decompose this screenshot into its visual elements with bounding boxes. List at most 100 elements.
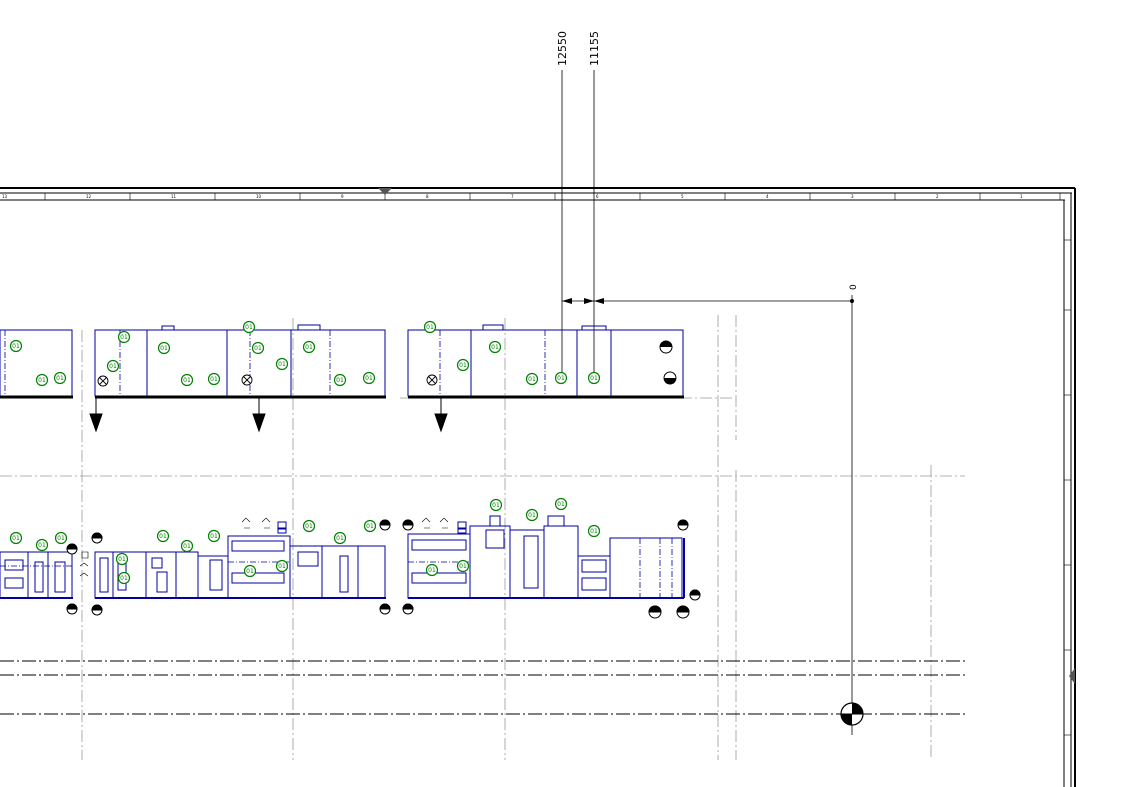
equipment-unit xyxy=(357,545,386,599)
small-annotations xyxy=(79,517,449,577)
terminal-icon xyxy=(676,605,690,619)
tag-bubble-icon: 01 xyxy=(275,559,289,573)
tag-bubble-icon: 01 xyxy=(525,508,539,522)
tag-bubble-icon: 01 xyxy=(423,320,437,334)
tag-bubble-icon: 01 xyxy=(35,373,49,387)
terminal-icon xyxy=(66,543,78,555)
terminal-icon xyxy=(677,519,689,531)
lower-base-lines xyxy=(0,538,685,599)
top-ruler xyxy=(44,193,1061,200)
tag-bubble-icon: 01 xyxy=(362,371,376,385)
ruler-label: 9 xyxy=(341,194,344,199)
dimension-arrows xyxy=(562,298,854,304)
flow-arrow-icon xyxy=(252,413,266,433)
terminal-icon xyxy=(379,603,391,615)
tag-bubble-label: 01 xyxy=(120,334,128,341)
drawing-frame xyxy=(0,187,1076,787)
tag-bubble-label: 01 xyxy=(210,376,218,383)
side-marker-icon xyxy=(1069,668,1075,684)
ruler-label: 2 xyxy=(936,194,939,199)
tag-bubble-icon: 01 xyxy=(302,519,316,533)
tag-bubble-icon: 01 xyxy=(9,339,23,353)
tag-bubble-icon: 01 xyxy=(157,341,171,355)
tag-bubble-label: 01 xyxy=(120,575,128,582)
tag-bubble-label: 01 xyxy=(459,563,467,570)
equipment-unit xyxy=(610,329,684,397)
ruler-label: 3 xyxy=(851,194,854,199)
ruler-label: 10 xyxy=(256,194,262,199)
tag-bubble-icon: 01 xyxy=(243,564,257,578)
ruler-label: 6 xyxy=(596,194,599,199)
tag-bubble-icon: 01 xyxy=(35,538,49,552)
terminal-icon xyxy=(689,589,701,601)
tag-bubble-label: 01 xyxy=(590,528,598,535)
tag-bubble-icon: 01 xyxy=(9,531,23,545)
tag-bubble-icon: 01 xyxy=(587,371,601,385)
terminal-icon xyxy=(663,371,677,385)
tag-bubble-icon: 01 xyxy=(489,498,503,512)
terminal-icon xyxy=(402,519,414,531)
tag-bubble-label: 01 xyxy=(557,501,565,508)
valve-symbols xyxy=(97,374,438,387)
tag-bubble-label: 01 xyxy=(12,535,20,542)
tag-bubble-label: 01 xyxy=(245,324,253,331)
reference-point-icon xyxy=(837,702,867,726)
tag-bubble-label: 01 xyxy=(210,533,218,540)
equipment-unit xyxy=(94,551,114,599)
tag-bubble-icon: 01 xyxy=(456,358,470,372)
tag-bubbles: 01 01 01 01 01 01 01 01 01 01 01 01 01 01 01 01 01 01 01 01… xyxy=(9,320,601,585)
equipment-unit xyxy=(0,551,29,599)
ruler-label: 1 xyxy=(1020,194,1023,199)
centre-marker-icon xyxy=(378,188,392,195)
equipment-unit xyxy=(47,551,73,599)
tag-bubble-label: 01 xyxy=(426,324,434,331)
tag-bubble-icon: 01 xyxy=(554,497,568,511)
tag-bubble-label: 01 xyxy=(366,523,374,530)
tag-bubble-icon: 01 xyxy=(333,531,347,545)
tag-bubble-icon: 01 xyxy=(117,571,131,585)
flow-arrow-icon xyxy=(89,413,103,433)
tag-bubble-icon: 01 xyxy=(488,340,502,354)
lower-equipment-row xyxy=(0,515,683,599)
terminal-icon xyxy=(66,603,78,615)
dimension-lines xyxy=(561,70,853,735)
terminal-icon xyxy=(379,519,391,531)
tag-bubble-icon: 01 xyxy=(425,563,439,577)
tag-bubble-label: 01 xyxy=(336,535,344,542)
valve-cross-icon xyxy=(241,374,253,386)
tag-bubble-icon: 01 xyxy=(302,340,316,354)
tag-bubble-label: 01 xyxy=(159,533,167,540)
dimension-label-origin: 0 xyxy=(849,284,859,290)
tag-bubble-icon: 01 xyxy=(207,529,221,543)
tag-bubble-label: 01 xyxy=(491,344,499,351)
terminal-icon xyxy=(659,340,673,354)
tag-bubble-icon: 01 xyxy=(587,524,601,538)
tag-bubble-label: 01 xyxy=(528,376,536,383)
terminal-markers-lower xyxy=(66,519,701,619)
tag-bubble-label: 01 xyxy=(183,377,191,384)
terminal-icon xyxy=(402,603,414,615)
tag-bubble-icon: 01 xyxy=(180,373,194,387)
valve-cross-icon xyxy=(97,375,109,387)
tag-bubble-label: 01 xyxy=(12,343,20,350)
valve-cross-icon xyxy=(426,374,438,386)
tag-bubble-label: 01 xyxy=(528,512,536,519)
ruler-label: 11 xyxy=(171,194,177,199)
tag-bubble-label: 01 xyxy=(365,375,373,382)
tag-bubble-label: 01 xyxy=(56,375,64,382)
ruler-label: 7 xyxy=(511,194,514,199)
ruler-label: 5 xyxy=(681,194,684,199)
equipment-unit xyxy=(290,329,386,397)
equipment-unit xyxy=(609,537,683,599)
terminal-icon xyxy=(91,604,103,616)
terminal-markers-upper xyxy=(659,340,677,385)
tag-bubble-icon: 01 xyxy=(106,359,120,373)
tag-bubble-icon: 01 xyxy=(117,330,131,344)
tag-bubble-label: 01 xyxy=(459,362,467,369)
tag-bubble-label: 01 xyxy=(118,556,126,563)
equipment-unit xyxy=(577,555,611,599)
tag-bubble-icon: 01 xyxy=(242,320,256,334)
right-ruler xyxy=(1064,239,1071,736)
ruler-label: 4 xyxy=(766,194,769,199)
